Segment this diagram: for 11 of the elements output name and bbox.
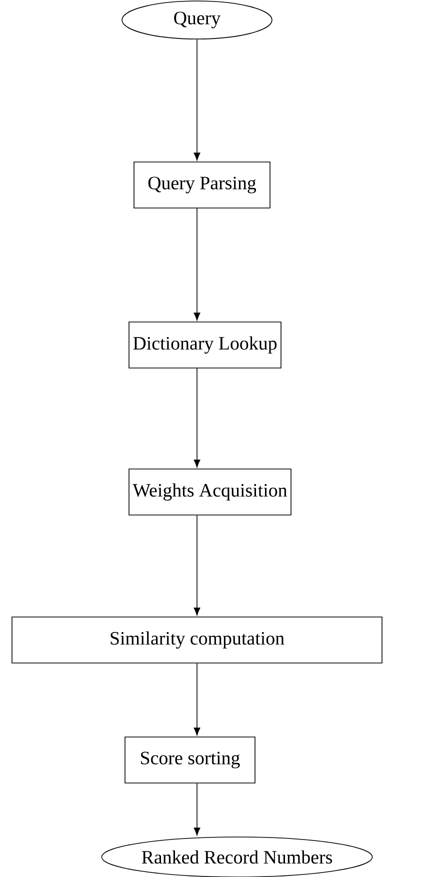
arrow (194, 368, 200, 468)
arrow (194, 39, 200, 160)
process-box: Query Parsing (134, 162, 270, 208)
arrow (194, 783, 200, 836)
arrow (194, 663, 200, 736)
process-box: Dictionary Lookup (128, 322, 282, 368)
process-box: Similarity computation (12, 616, 382, 664)
process-box: Score sorting (124, 736, 256, 784)
arrow (194, 208, 200, 320)
process-box: Weights Acquisition (128, 468, 292, 516)
arrow (194, 515, 200, 616)
